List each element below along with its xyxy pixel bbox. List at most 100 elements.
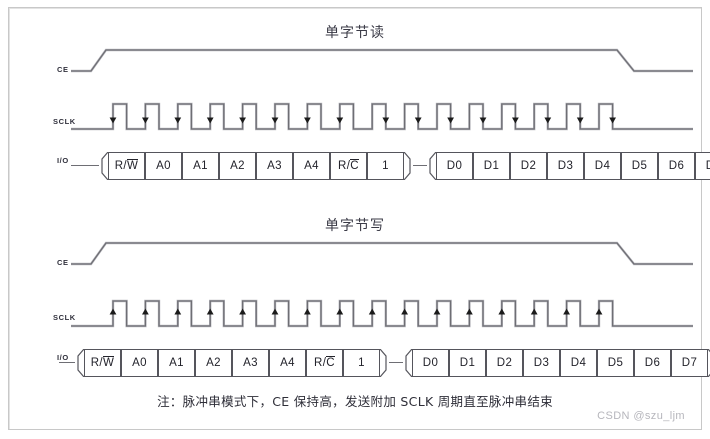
- signal-label-io-read: I/O: [57, 156, 69, 165]
- io-cell: D5: [621, 152, 658, 180]
- sclk-edge-arrows-write: [109, 308, 603, 315]
- io-cell: R/C: [306, 349, 343, 377]
- clock-edge-arrow: [142, 308, 149, 315]
- io-cell: A4: [269, 349, 306, 377]
- io-cell: A1: [158, 349, 195, 377]
- io-cell: 1: [367, 152, 404, 180]
- io-cell: A0: [121, 349, 158, 377]
- section-title-read: 单字节读: [325, 25, 385, 41]
- io-cell: A0: [145, 152, 182, 180]
- io-cell: D2: [486, 349, 523, 377]
- signal-label-sclk-read: SCLK: [53, 117, 76, 126]
- clock-edge-arrow: [239, 117, 246, 124]
- io-cell: D0: [436, 152, 473, 180]
- sclk-trace: [71, 300, 693, 327]
- byte-cap-left: [427, 152, 436, 180]
- io-cell: A4: [293, 152, 330, 180]
- io-group-connector-read: [413, 165, 427, 167]
- clock-edge-arrow: [498, 308, 506, 315]
- byte-cap-left: [75, 349, 84, 377]
- clock-edge-arrow: [382, 117, 390, 124]
- clock-edge-arrow: [304, 117, 311, 124]
- clock-edge-arrow: [271, 117, 279, 124]
- section-title-write: 单字节写: [325, 218, 385, 234]
- clock-edge-arrow: [206, 117, 214, 124]
- io-cell: D5: [597, 349, 634, 377]
- clock-edge-arrow: [576, 117, 584, 124]
- clock-edge-arrow: [447, 117, 455, 124]
- clock-edge-arrow: [239, 308, 246, 315]
- io-cell: R/C: [330, 152, 367, 180]
- io-cell: D6: [634, 349, 671, 377]
- clock-edge-arrow: [368, 308, 376, 315]
- clock-edge-arrow: [142, 117, 149, 124]
- io-cell: D7: [695, 152, 710, 180]
- io-cell: D4: [584, 152, 621, 180]
- clock-edge-arrow: [512, 117, 519, 124]
- signal-label-ce-write: CE: [57, 258, 69, 267]
- overline-char: W: [127, 159, 139, 172]
- figure-note: 注：脉冲串模式下，CE 保持高，发送附加 SCLK 周期直至脉冲串结束: [157, 394, 553, 409]
- clock-edge-arrow: [336, 308, 344, 315]
- clock-edge-arrow: [414, 117, 422, 124]
- clock-edge-arrow: [401, 308, 408, 315]
- io-cell: A3: [256, 152, 293, 180]
- signal-label-io-write: I/O: [57, 353, 69, 362]
- clock-edge-arrow: [174, 117, 182, 124]
- io-cell: D3: [547, 152, 584, 180]
- clock-edge-arrow: [433, 308, 441, 315]
- clock-edge-arrow: [479, 117, 487, 124]
- io-lead-line-read: [71, 165, 99, 167]
- signal-label-sclk-write: SCLK: [53, 313, 76, 322]
- waveform-write: [71, 241, 693, 328]
- io-cell: D7: [671, 349, 708, 377]
- clock-edge-arrow: [595, 308, 603, 315]
- io-lead-line-write: [59, 362, 75, 364]
- watermark: CSDN @szu_ljm: [597, 410, 685, 422]
- io-cell: A2: [195, 349, 232, 377]
- clock-edge-arrow: [336, 117, 344, 124]
- clock-edge-arrow: [609, 117, 617, 124]
- io-cell: D6: [658, 152, 695, 180]
- io-cell: A1: [182, 152, 219, 180]
- byte-cap-left: [99, 152, 108, 180]
- byte-cap-left: [403, 349, 412, 377]
- waveform-read: [71, 48, 693, 131]
- sclk-waveform-write: [71, 299, 693, 328]
- io-cell: D0: [412, 349, 449, 377]
- sclk-edge-arrows-read: [109, 117, 617, 124]
- io-cell: D1: [473, 152, 510, 180]
- io-cell: 1: [343, 349, 380, 377]
- overline-char: W: [103, 356, 115, 369]
- clock-edge-arrow: [563, 308, 570, 315]
- clock-edge-arrow: [544, 117, 552, 124]
- io-cell: D4: [560, 349, 597, 377]
- clock-edge-arrow: [271, 308, 279, 315]
- clock-edge-arrow: [109, 308, 117, 315]
- io-cell: D2: [510, 152, 547, 180]
- clock-edge-arrow: [109, 117, 117, 124]
- clock-edge-arrow: [206, 308, 214, 315]
- io-cell: A3: [232, 349, 269, 377]
- io-cell: R/W: [108, 152, 145, 180]
- io-group-connector-write: [389, 362, 403, 364]
- overline-char: C: [326, 356, 336, 369]
- clock-edge-arrow: [174, 308, 182, 315]
- io-cell: A2: [219, 152, 256, 180]
- ce-waveform-read: [71, 48, 693, 73]
- byte-cap-right: [380, 349, 389, 377]
- sclk-waveform-read: [71, 102, 693, 131]
- sclk-trace: [71, 103, 693, 130]
- overline-char: C: [350, 159, 360, 172]
- io-cell: D1: [449, 349, 486, 377]
